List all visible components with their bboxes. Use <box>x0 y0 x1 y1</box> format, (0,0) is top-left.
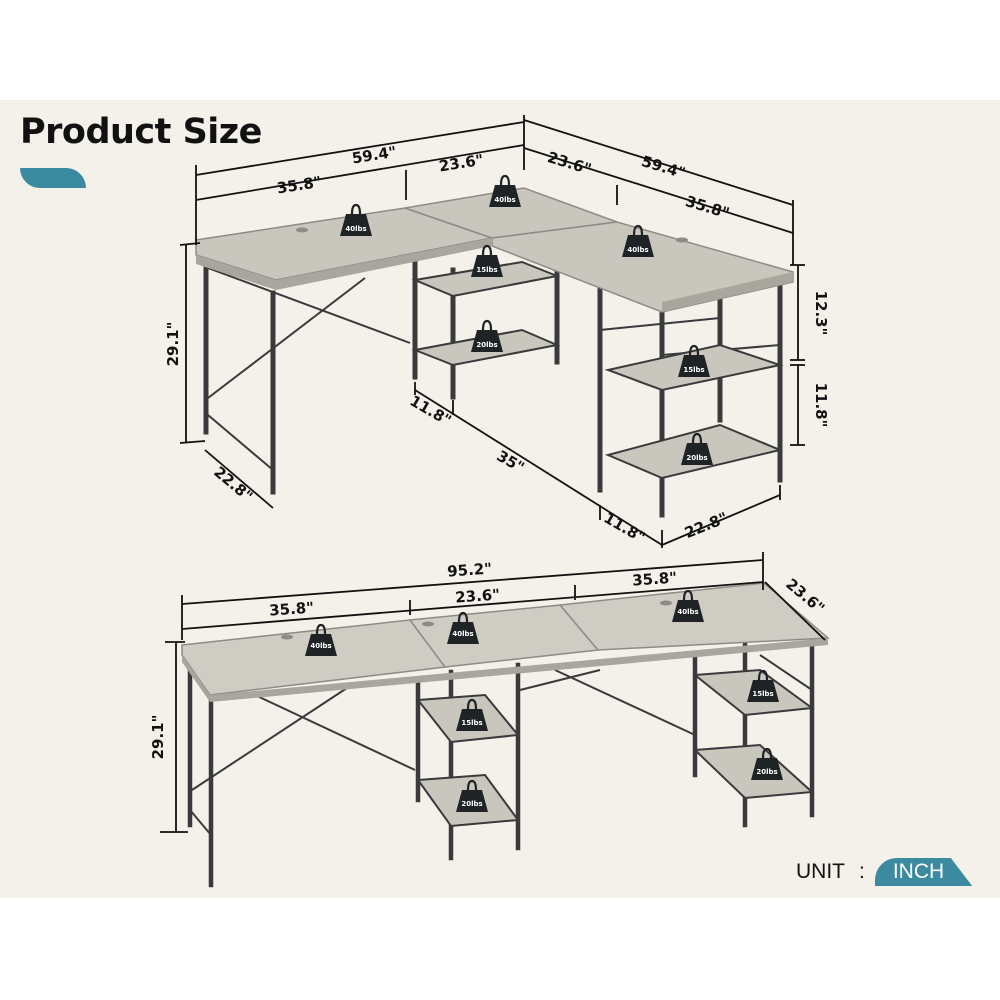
weight-icon: 40lbs <box>670 589 706 624</box>
svg-text:40lbs: 40lbs <box>310 642 331 650</box>
weight-icon: 40lbs <box>338 203 374 238</box>
dim-l-height: 29.1" <box>164 322 182 367</box>
svg-text:40lbs: 40lbs <box>494 196 515 204</box>
svg-text:40lbs: 40lbs <box>677 608 698 616</box>
weight-icon: 40lbs <box>487 174 523 209</box>
dim-straight-right: 35.8" <box>632 568 678 589</box>
cable-grommet-icon <box>296 227 308 233</box>
unit-separator: : <box>859 860 865 883</box>
weight-icon: 15lbs <box>745 669 781 704</box>
dim-right-depth: 23.6" <box>545 148 593 178</box>
dim-left-depth: 22.8" <box>210 463 256 506</box>
dim-right-desk-depth: 22.8" <box>682 509 730 542</box>
weight-icon: 40lbs <box>445 611 481 646</box>
dim-outer-shelf-depth: 11.8" <box>601 509 649 547</box>
dim-upper-shelf-gap: 12.3" <box>812 291 830 336</box>
weight-icon: 40lbs <box>620 224 656 259</box>
dim-inner-span: 35" <box>494 447 528 477</box>
weight-icon: 20lbs <box>454 779 490 814</box>
weight-icon: 15lbs <box>469 244 505 279</box>
cable-grommet-icon <box>422 621 434 627</box>
weight-icon: 40lbs <box>303 623 339 658</box>
weight-icon: 20lbs <box>469 319 505 354</box>
svg-text:20lbs: 20lbs <box>461 800 482 808</box>
unit-indicator: UNIT : INCH <box>796 858 973 886</box>
dim-corner-width: 23.6" <box>438 151 485 176</box>
svg-text:20lbs: 20lbs <box>756 768 777 776</box>
weight-icon: 20lbs <box>749 747 785 782</box>
straight-desk: 40lbs 40lbs 40lbs 15lbs 20lbs 15lbs 20lb… <box>149 552 830 888</box>
dim-inner-shelf-depth: 11.8" <box>407 392 455 430</box>
dim-right-main: 35.8" <box>683 192 731 222</box>
dim-straight-left: 35.8" <box>269 598 315 619</box>
svg-text:40lbs: 40lbs <box>452 630 473 638</box>
straight-dimension-lines <box>160 552 826 833</box>
dim-total-length: 95.2" <box>447 559 493 580</box>
svg-text:15lbs: 15lbs <box>461 719 482 727</box>
svg-text:15lbs: 15lbs <box>476 266 497 274</box>
svg-text:15lbs: 15lbs <box>752 690 773 698</box>
dim-right-total: 59.4" <box>639 152 687 182</box>
dim-left-main: 35.8" <box>276 173 323 198</box>
svg-text:15lbs: 15lbs <box>683 366 704 374</box>
svg-text:20lbs: 20lbs <box>686 454 707 462</box>
dim-straight-middle: 23.6" <box>455 585 501 606</box>
weight-icon: 15lbs <box>676 344 712 379</box>
svg-text:40lbs: 40lbs <box>627 246 648 254</box>
title-accent-bar <box>20 168 86 188</box>
weight-icon: 15lbs <box>454 698 490 733</box>
svg-text:20lbs: 20lbs <box>476 341 497 349</box>
dim-lower-shelf-gap: 11.8" <box>812 383 830 428</box>
unit-badge: INCH <box>874 858 973 886</box>
unit-label: UNIT <box>796 860 845 883</box>
page-title: Product Size <box>20 112 262 152</box>
l-shape-desk: 40lbs 40lbs 40lbs 15lbs 20lbs 15lbs 20lb… <box>164 115 830 548</box>
l-dimension-lines <box>179 115 805 548</box>
dim-left-total: 59.4" <box>351 143 398 168</box>
svg-text:40lbs: 40lbs <box>345 225 366 233</box>
cable-grommet-icon <box>676 237 688 243</box>
cable-grommet-icon <box>281 634 293 640</box>
weight-icon: 20lbs <box>679 432 715 467</box>
dim-straight-height: 29.1" <box>149 715 167 760</box>
straight-desk-crossbars <box>189 654 813 836</box>
cable-grommet-icon <box>660 600 672 606</box>
